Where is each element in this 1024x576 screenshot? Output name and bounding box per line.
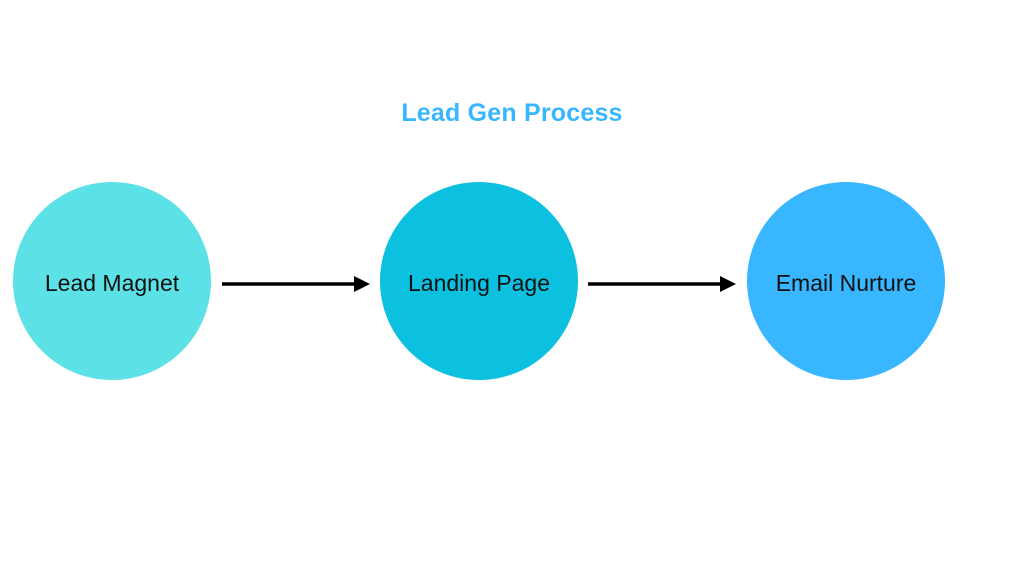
arrow-head-icon xyxy=(720,276,736,292)
arrow-landing-page-to-email-nurture xyxy=(588,276,736,292)
node-landing-page: Landing Page xyxy=(380,182,578,380)
arrow-head-icon xyxy=(354,276,370,292)
node-landing-page-label: Landing Page xyxy=(408,270,550,296)
node-lead-magnet: Lead Magnet xyxy=(13,182,211,380)
node-email-nurture: Email Nurture xyxy=(747,182,945,380)
node-email-nurture-label: Email Nurture xyxy=(775,270,917,296)
diagram-title: Lead Gen Process xyxy=(401,99,623,127)
node-lead-magnet-label: Lead Magnet xyxy=(44,270,180,296)
arrow-lead-magnet-to-landing-page xyxy=(222,276,370,292)
